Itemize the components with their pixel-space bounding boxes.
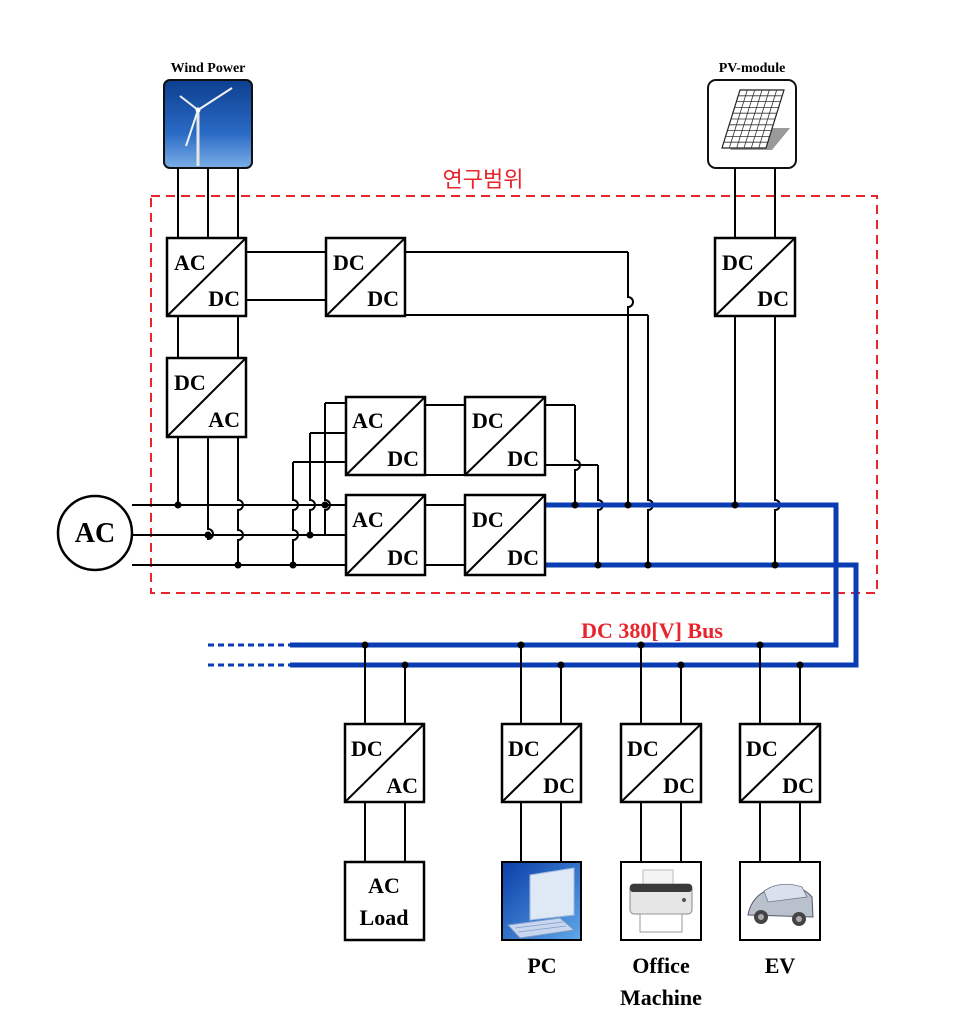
converter-grid-dcdc-lower: DC DC [463, 493, 547, 577]
pc-label: PC [527, 953, 556, 978]
office-machine-label-line2: Machine [620, 985, 702, 1010]
svg-text:DC: DC [757, 286, 789, 311]
converter-grid-acdc-lower: AC DC [344, 493, 427, 577]
wind-turbine-icon [163, 79, 253, 169]
dc-bus [208, 502, 859, 668]
svg-text:DC: DC [663, 773, 695, 798]
svg-text:DC: DC [333, 250, 365, 275]
svg-text:DC: DC [543, 773, 575, 798]
svg-text:AC: AC [75, 518, 115, 549]
converter-ev-dcdc: DC DC [738, 722, 822, 804]
svg-text:DC: DC [208, 286, 240, 311]
svg-text:DC: DC [507, 545, 539, 570]
svg-text:DC: DC [174, 370, 206, 395]
svg-text:AC: AC [352, 408, 384, 433]
load-wiring [364, 645, 801, 862]
research-scope-border [150, 195, 878, 594]
svg-text:AC: AC [352, 507, 384, 532]
svg-text:AC: AC [208, 407, 240, 432]
office-machine-label-line1: Office [632, 953, 690, 978]
converter-wind-acdc: AC DC [165, 236, 248, 318]
converter-pc-dcdc: DC DC [500, 722, 583, 804]
converter-wind-dcdc: DC DC [324, 236, 407, 318]
svg-text:DC: DC [722, 250, 754, 275]
dc-bus-label: DC 380[V] Bus [581, 618, 723, 643]
converter-grid-acdc-upper: AC DC [344, 395, 427, 477]
svg-text:DC: DC [472, 507, 504, 532]
ev-label: EV [765, 953, 796, 978]
junction-dots [174, 501, 804, 669]
svg-text:DC: DC [387, 446, 419, 471]
svg-text:DC: DC [627, 736, 659, 761]
wiring [132, 168, 781, 566]
converter-wind-dcac: DC AC [165, 356, 248, 439]
wind-power-label: Wind Power [171, 61, 246, 76]
svg-text:DC: DC [387, 545, 419, 570]
pc-icon [501, 861, 582, 941]
converter-grid-dcdc-upper: DC DC [463, 395, 547, 477]
svg-text:DC: DC [508, 736, 540, 761]
ev-icon [739, 861, 821, 941]
converter-load-dcac: DC AC [343, 722, 426, 804]
svg-text:DC: DC [507, 446, 539, 471]
svg-text:DC: DC [472, 408, 504, 433]
ac-load-box: AC Load [343, 860, 426, 942]
pv-panel-icon [707, 79, 797, 169]
svg-text:AC: AC [174, 250, 206, 275]
svg-text:DC: DC [782, 773, 814, 798]
printer-icon [620, 861, 702, 941]
converter-office-dcdc: DC DC [619, 722, 703, 804]
svg-text:Load: Load [360, 905, 409, 930]
svg-text:AC: AC [386, 773, 418, 798]
svg-text:AC: AC [368, 873, 400, 898]
pv-module-label: PV-module [719, 61, 786, 76]
converter-pv-dcdc: DC DC [713, 236, 797, 318]
svg-text:DC: DC [367, 286, 399, 311]
ac-grid-source: AC [56, 494, 134, 572]
research-scope-label: 연구범위 [443, 168, 524, 193]
svg-text:DC: DC [746, 736, 778, 761]
svg-text:DC: DC [351, 736, 383, 761]
